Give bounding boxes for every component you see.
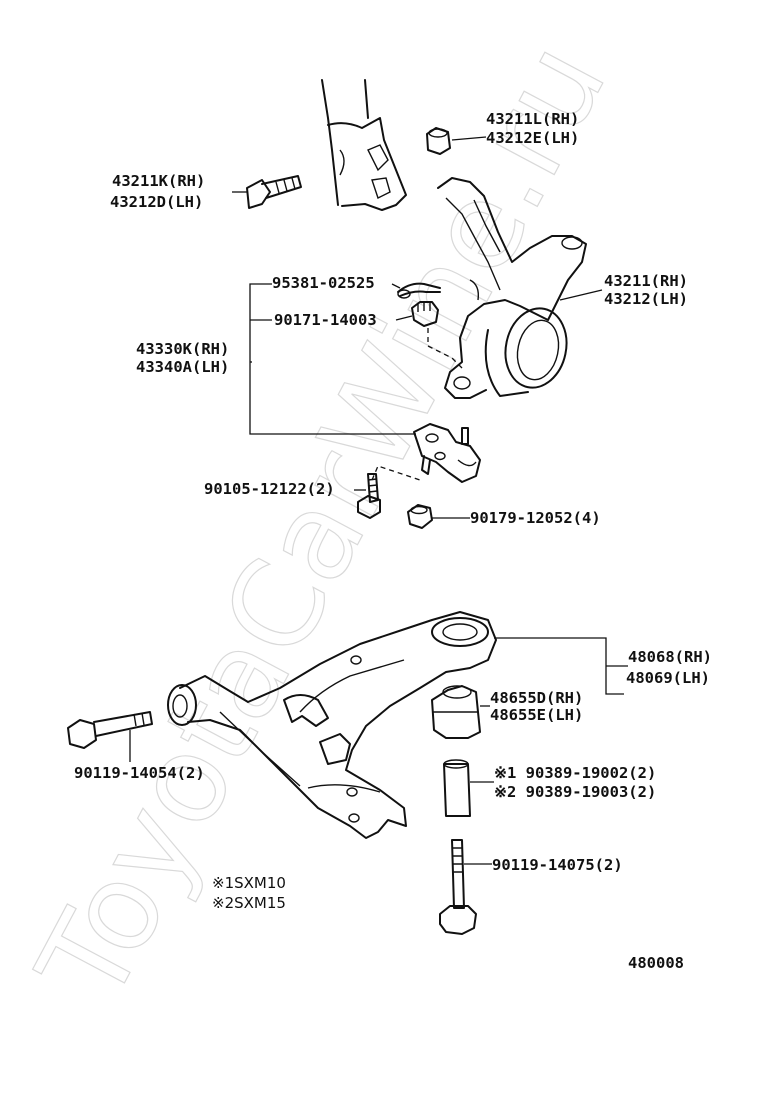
strut-nut-drawing xyxy=(426,127,451,155)
label-strut-bolt-rh: 43211K(RH) xyxy=(112,172,205,190)
bushing-drawing xyxy=(431,685,481,739)
steering-knuckle-drawing xyxy=(437,177,587,399)
leader-lower-arm xyxy=(494,637,628,695)
label-arm-bolt: 90119-14054(2) xyxy=(74,764,205,782)
ball-joint-drawing xyxy=(413,423,481,483)
long-bolt-drawing xyxy=(439,839,477,935)
ball-joint-bolt-drawing xyxy=(357,473,381,519)
note-sxm15: ※2SXM15 xyxy=(212,894,286,912)
label-ball-joint-rh: 43330K(RH) xyxy=(136,340,229,358)
label-bushing-rh: 48655D(RH) xyxy=(490,689,583,707)
note-sxm10: ※1SXM10 xyxy=(212,874,286,892)
leader-ball-joint-bracket xyxy=(249,283,416,435)
leader-strut-nut xyxy=(451,136,487,141)
label-knuckle-lh: 43212(LH) xyxy=(604,290,688,308)
label-ball-joint-lh: 43340A(LH) xyxy=(136,358,229,376)
label-strut-nut-rh: 43211L(RH) xyxy=(486,110,579,128)
leader-cotter-pin xyxy=(391,283,401,289)
lower-arm-drawing xyxy=(167,611,497,839)
label-bj-bolt: 90105-12122(2) xyxy=(204,480,335,498)
figure-code: 480008 xyxy=(628,954,684,972)
ball-joint-nut-drawing xyxy=(407,504,433,529)
label-collar-1: ※1 90389-19002(2) xyxy=(494,764,656,782)
castle-nut-dashed-path xyxy=(427,328,465,371)
cotter-pin-drawing xyxy=(397,282,441,299)
label-castle-nut: 90171-14003 xyxy=(274,311,377,329)
label-knuckle-rh: 43211(RH) xyxy=(604,272,688,290)
strut-bolt-drawing xyxy=(246,175,302,209)
label-collar-2: ※2 90389-19003(2) xyxy=(494,783,656,801)
strut-bracket-drawing xyxy=(321,79,407,211)
label-lower-arm-rh: 48068(RH) xyxy=(628,648,712,666)
leader-castle-nut xyxy=(395,315,413,321)
label-strut-bolt-lh: 43212D(LH) xyxy=(110,193,203,211)
arm-bolt-drawing xyxy=(67,711,153,749)
label-strut-nut-lh: 43212E(LH) xyxy=(486,129,579,147)
label-bushing-lh: 48655E(LH) xyxy=(490,706,583,724)
collar-drawing xyxy=(443,759,471,817)
leader-knuckle xyxy=(559,289,603,301)
castle-nut-drawing xyxy=(411,301,439,327)
label-cotter-pin: 95381-02525 xyxy=(272,274,375,292)
label-bj-nut: 90179-12052(4) xyxy=(470,509,601,527)
label-lower-arm-lh: 48069(LH) xyxy=(626,669,710,687)
label-long-bolt: 90119-14075(2) xyxy=(492,856,623,874)
